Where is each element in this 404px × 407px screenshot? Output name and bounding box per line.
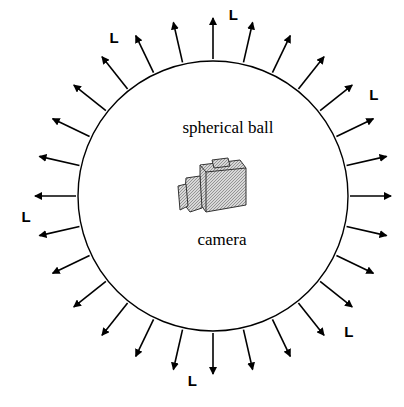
light-ray-arrow <box>53 255 90 273</box>
light-ray-arrow <box>336 255 373 273</box>
light-ray-arrow <box>320 281 352 307</box>
sphere-circle <box>78 61 348 331</box>
ray-label: L <box>344 324 353 341</box>
light-ray-arrow <box>243 330 252 370</box>
camera-label: camera <box>197 231 246 250</box>
light-ray-arrow <box>212 333 214 374</box>
light-ray-arrow <box>39 156 79 165</box>
light-ray-arrow <box>243 22 252 62</box>
light-ray-arrow <box>298 57 324 89</box>
light-ray-arrow <box>272 319 290 356</box>
ray-label: L <box>22 209 31 226</box>
light-ray-arrow <box>212 18 214 59</box>
light-ray-arrow <box>272 36 290 73</box>
light-ray-arrow <box>136 319 154 356</box>
light-ray-arrow <box>136 36 154 73</box>
light-ray-arrow <box>347 156 387 165</box>
sphere-outline <box>77 60 349 332</box>
ray-label: L <box>110 30 119 47</box>
light-ray-arrow <box>173 330 182 370</box>
ray-label: L <box>188 373 197 390</box>
ray-label: L <box>369 87 378 104</box>
light-ray-arrow <box>39 226 79 235</box>
light-ray-arrow <box>35 195 76 197</box>
light-ray-arrow <box>320 85 352 111</box>
light-ray-arrow <box>298 303 324 335</box>
light-ray-arrow <box>102 303 128 335</box>
sphere-node: spherical ball <box>77 60 349 332</box>
light-ray-arrow <box>336 119 373 137</box>
node-label: spherical ball <box>182 119 273 138</box>
light-ray-arrow <box>350 195 391 197</box>
light-ray-arrow <box>53 119 90 137</box>
ray-label: L <box>229 7 238 24</box>
light-ray-arrow <box>173 22 182 62</box>
light-ray-arrow <box>74 281 106 307</box>
light-ray-arrow <box>102 57 128 89</box>
light-ray-arrow <box>347 226 387 235</box>
light-ray-arrow <box>74 85 106 111</box>
